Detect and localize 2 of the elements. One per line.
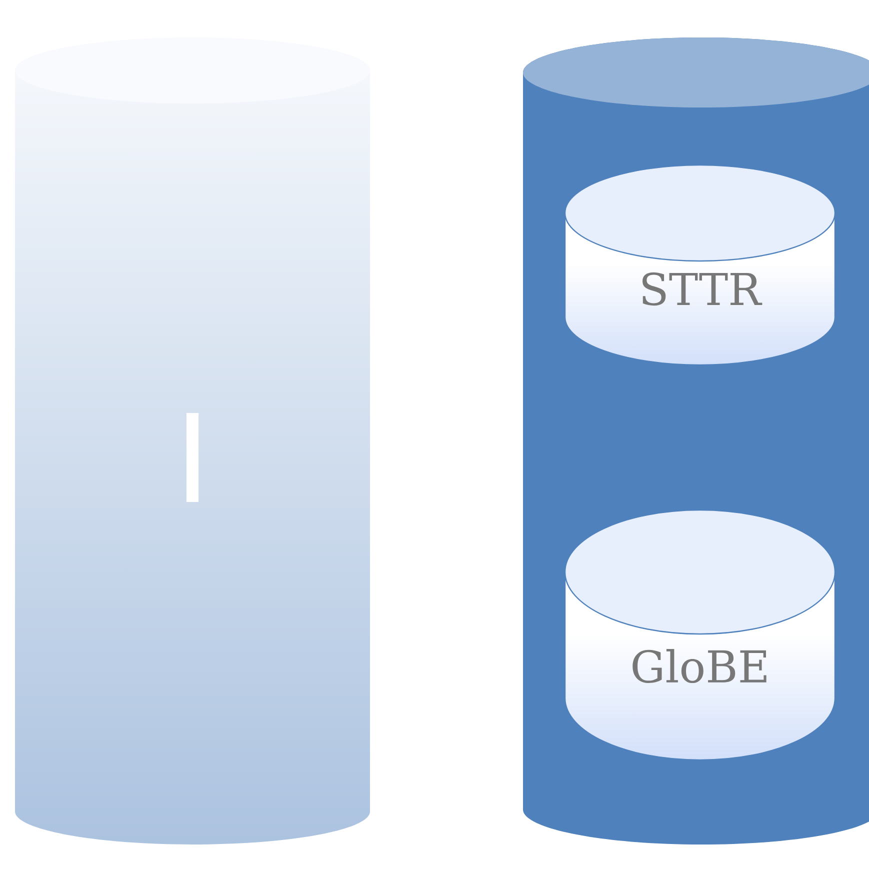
cylinder: GloBE [564, 509, 836, 761]
cylinder: STTR [564, 164, 836, 366]
